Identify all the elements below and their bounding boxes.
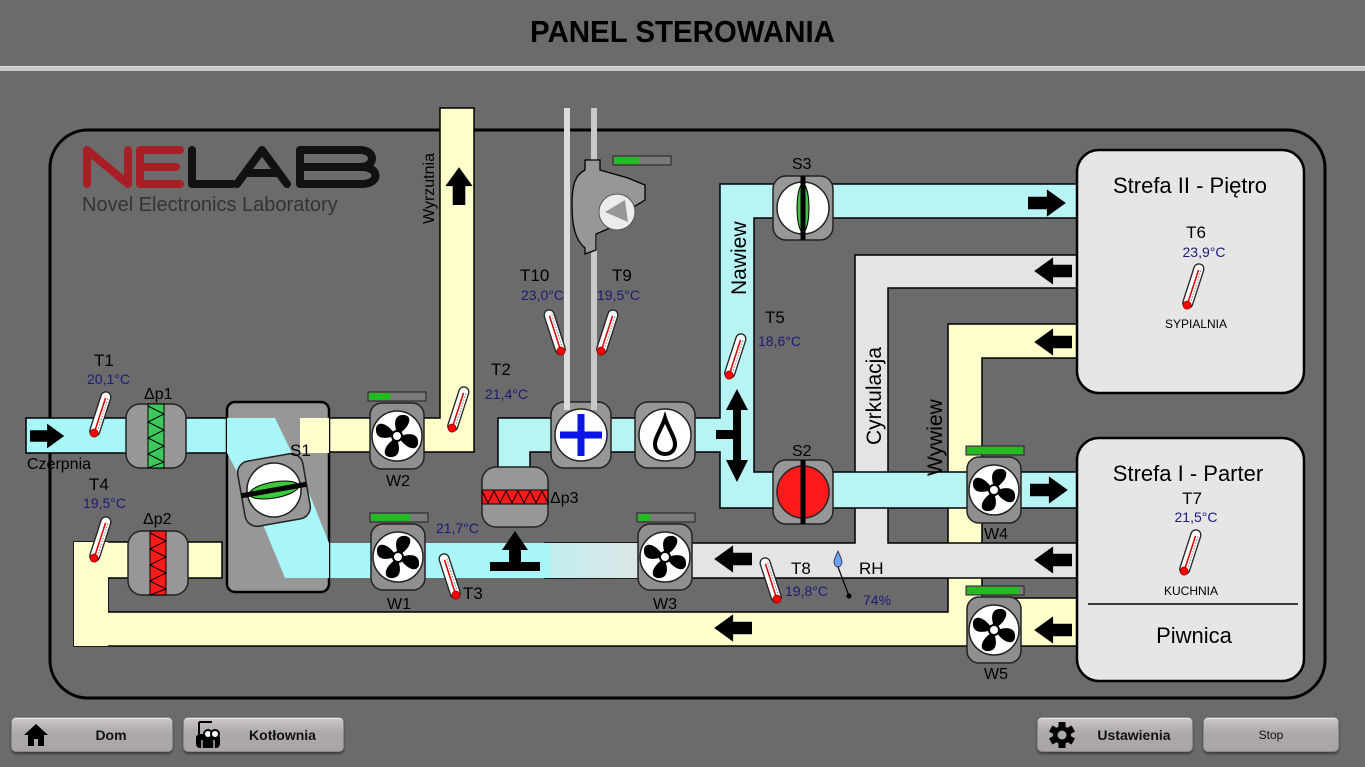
humidifier xyxy=(634,401,696,469)
fan-w5-level-fill xyxy=(967,587,1020,594)
title-divider xyxy=(0,66,1365,71)
sensor-t3-value: 21,7°C xyxy=(436,520,479,536)
sensor-t6-label: T6 xyxy=(1186,223,1206,242)
supply-label: Nawiew xyxy=(728,221,751,295)
home-button-label: Dom xyxy=(95,726,127,743)
circulation-pump xyxy=(571,159,646,255)
damper-s2-label: S2 xyxy=(792,443,812,460)
settings-button-label: Ustawienia xyxy=(1097,726,1171,743)
sensor-t5-label: T5 xyxy=(765,308,785,327)
damper-s1-label: S1 xyxy=(290,441,311,460)
sensor-t2-value: 21,4°C xyxy=(485,386,528,402)
fan-w5-label: W5 xyxy=(984,666,1008,683)
fan-w3-level-track xyxy=(636,512,696,523)
fan-w3-label: W3 xyxy=(653,596,677,613)
fan-w4 xyxy=(966,456,1022,524)
sensor-rh-value: 74% xyxy=(863,592,891,608)
pump-level-track xyxy=(612,155,672,166)
sensor-t9-value: 19,5°C xyxy=(597,287,640,303)
home-button[interactable]: Dom xyxy=(11,717,173,752)
damper-s2 xyxy=(772,459,834,525)
sensor-t4-label: T4 xyxy=(89,475,109,494)
return-pipe xyxy=(591,108,597,410)
humidity-sensor-icon xyxy=(833,549,852,599)
sensor-t7-label: T7 xyxy=(1182,489,1202,508)
zone-basement-title: Piwnica xyxy=(1156,623,1233,648)
boiler-room-button-label: Kotłownia xyxy=(249,726,316,743)
fan-w2-label: W2 xyxy=(386,473,410,490)
fan-w1 xyxy=(370,523,426,591)
sensor-t3-label: T3 xyxy=(463,584,483,603)
zone-ground-title: Strefa I - Parter xyxy=(1113,461,1263,486)
logo-subtitle: Novel Electronics Laboratory xyxy=(82,194,338,216)
exhaust-label: Wyrzutnia xyxy=(421,153,438,224)
filter-dp1-label: Δp1 xyxy=(144,386,173,403)
sensor-rh-label: RH xyxy=(859,559,884,578)
home-icon xyxy=(22,721,50,749)
filter-dp2 xyxy=(127,530,189,596)
fan-w1-label: W1 xyxy=(387,596,411,613)
sensor-t1-label: T1 xyxy=(94,351,114,370)
fan-w2 xyxy=(369,402,425,470)
filter-dp1 xyxy=(125,403,187,469)
fan-w4-level-fill xyxy=(967,447,1023,454)
extract-label: Wywiew xyxy=(924,398,947,476)
fan-w3 xyxy=(637,523,693,591)
filter-dp2-label: Δp2 xyxy=(143,511,172,528)
gear-icon xyxy=(1048,721,1076,749)
filter-dp3-label: Δp3 xyxy=(550,490,579,507)
sensor-t1-value: 20,1°C xyxy=(87,371,130,387)
fan-w2-level-fill xyxy=(369,393,391,400)
fan-w1-level-fill xyxy=(371,514,411,521)
stop-button-label: Stop xyxy=(1258,727,1284,742)
settings-button[interactable]: Ustawienia xyxy=(1037,717,1193,752)
room-sypialnia: SYPIALNIA xyxy=(1165,317,1227,331)
bidirectional-arrow-icon xyxy=(716,389,748,482)
boiler-icon xyxy=(194,720,222,749)
filter-dp3 xyxy=(481,466,549,528)
fan-w5 xyxy=(966,596,1022,664)
nelab-logo: Novel Electronics Laboratory xyxy=(82,146,380,216)
sensor-t8-label: T8 xyxy=(791,559,811,578)
zone-upper-title: Strefa II - Piętro xyxy=(1113,173,1267,198)
fan-w3-level-fill xyxy=(638,514,651,521)
sensor-t4-value: 19,5°C xyxy=(83,495,126,511)
heater xyxy=(550,401,612,469)
sensor-t6-value: 23,9°C xyxy=(1183,244,1226,260)
room-kuchnia: KUCHNIA xyxy=(1164,584,1218,598)
fan-w2-level-track xyxy=(367,391,427,402)
sensor-t2-label: T2 xyxy=(491,360,511,379)
damper-s1 xyxy=(236,452,312,528)
fan-w4-label: W4 xyxy=(984,526,1008,543)
pump-level-fill xyxy=(614,157,640,164)
sensor-t5-value: 18,6°C xyxy=(758,333,801,349)
stop-button[interactable]: Stop xyxy=(1203,717,1339,752)
sensor-t8-value: 19,8°C xyxy=(785,583,828,599)
page-title: PANEL STEROWANIA xyxy=(530,14,835,49)
recirculation-label: Cyrkulacja xyxy=(863,347,886,445)
hot-pipe xyxy=(564,108,570,410)
sensor-t7-value: 21,5°C xyxy=(1175,509,1218,525)
damper-s3-label: S3 xyxy=(792,156,812,173)
boiler-room-button[interactable]: Kotłownia xyxy=(183,717,344,752)
zone-upper-floor xyxy=(1075,148,1306,395)
damper-s3 xyxy=(772,175,834,241)
sensor-t9-label: T9 xyxy=(612,266,632,285)
sensor-t10-value: 23,0°C xyxy=(521,287,564,303)
supply-up-arrow-icon xyxy=(490,531,540,571)
intake-label: Czerpnia xyxy=(27,456,91,473)
sensor-t10-label: T10 xyxy=(520,266,549,285)
